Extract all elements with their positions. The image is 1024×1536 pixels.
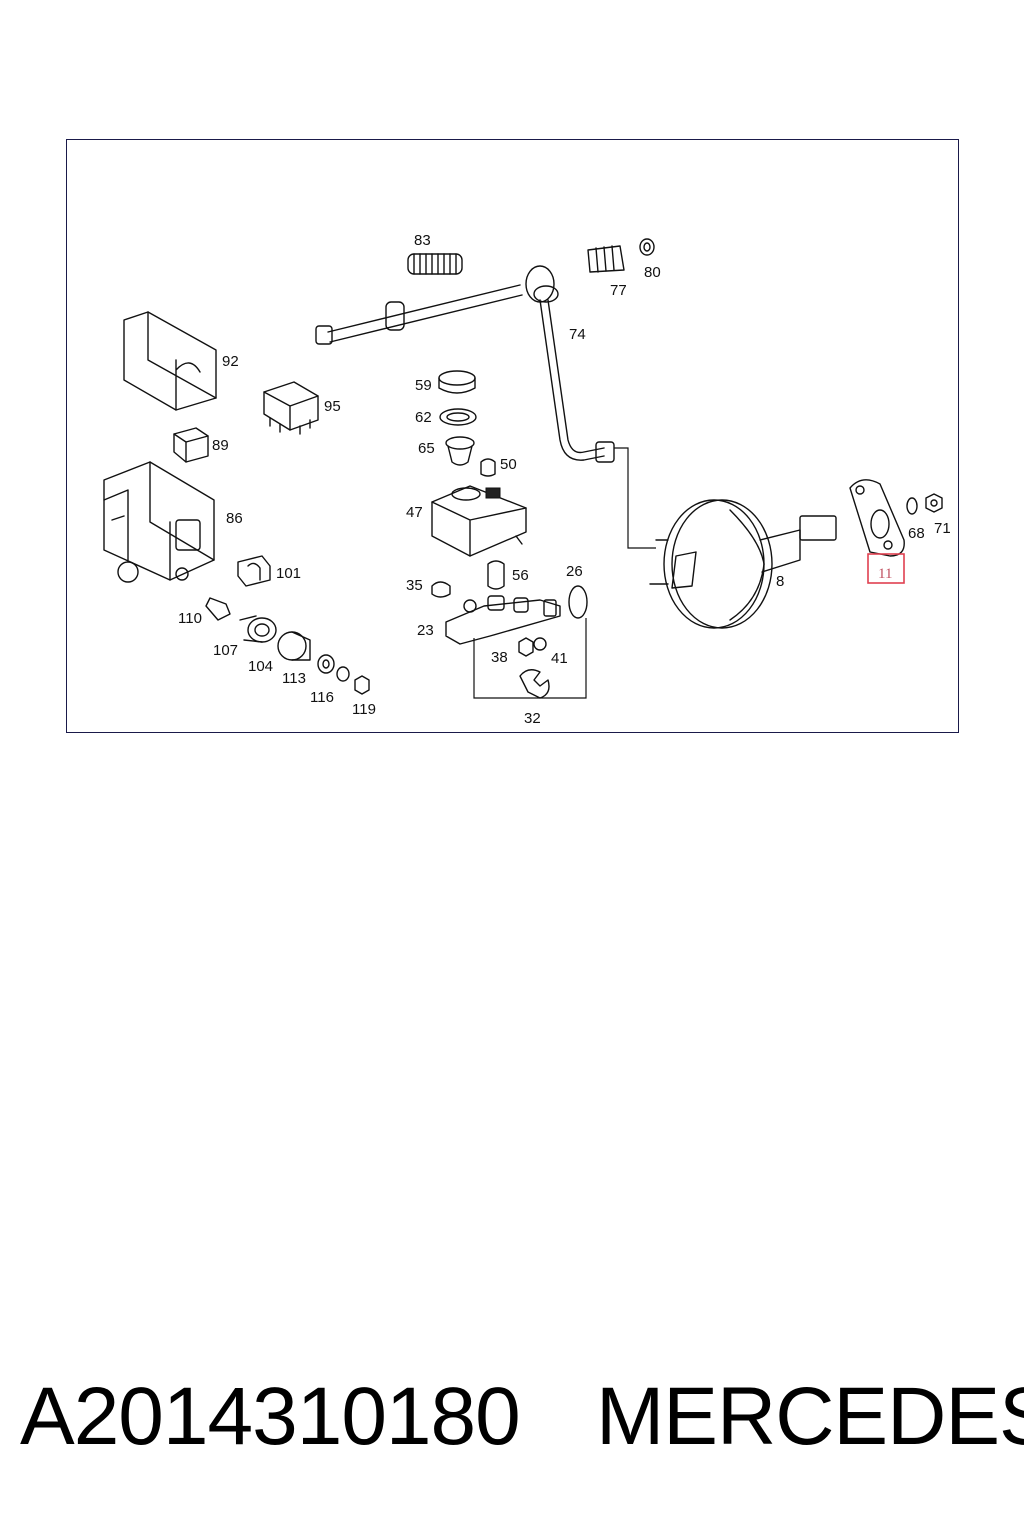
label-47: 47: [406, 504, 423, 521]
part-38-nut[interactable]: [518, 637, 534, 657]
label-119: 119: [352, 701, 376, 718]
label-71: 71: [934, 520, 951, 537]
label-35: 35: [406, 577, 423, 594]
brake-system-exploded-diagram: 83 77 80 74 92 95 59: [103, 232, 951, 727]
label-113: 113: [282, 670, 306, 687]
part-11-gasket[interactable]: [849, 479, 905, 557]
part-104-mount[interactable]: [277, 631, 311, 661]
label-41: 41: [551, 650, 568, 667]
label-116: 116: [310, 689, 334, 706]
diagram-frame: [66, 139, 959, 733]
label-74: 74: [569, 326, 586, 343]
label-65: 65: [418, 440, 435, 457]
label-89: 89: [212, 437, 229, 454]
label-86: 86: [226, 510, 243, 527]
part-86-hydraulic-unit[interactable]: [103, 461, 215, 583]
part-push-rod[interactable]: [315, 265, 559, 345]
part-56-plug[interactable]: [487, 560, 505, 590]
part-113-washer[interactable]: [317, 654, 335, 674]
part-107-bushing[interactable]: [239, 615, 277, 643]
part-59-cap[interactable]: [438, 370, 476, 394]
leader-74-8: [614, 447, 656, 549]
part-35-plug[interactable]: [431, 581, 451, 598]
part-41-washer[interactable]: [533, 637, 547, 651]
label-110: 110: [178, 610, 202, 627]
label-80: 80: [644, 264, 661, 281]
part-62-seal[interactable]: [439, 408, 477, 426]
part-83-spring[interactable]: [407, 253, 463, 275]
part-92-relay-cover[interactable]: [123, 311, 217, 411]
label-83: 83: [414, 232, 431, 249]
part-65-strainer[interactable]: [445, 436, 475, 466]
label-107: 107: [213, 642, 238, 659]
label-68: 68: [908, 525, 925, 542]
label-26: 26: [566, 563, 583, 580]
part-95-relay[interactable]: [263, 381, 319, 435]
label-50: 50: [500, 456, 517, 473]
highlight-box-11: [867, 553, 905, 584]
part-116-lock-washer[interactable]: [336, 666, 350, 682]
part-71-nut[interactable]: [925, 493, 943, 513]
part-68-washer[interactable]: [906, 497, 918, 515]
label-95: 95: [324, 398, 341, 415]
label-101: 101: [276, 565, 301, 582]
label-8: 8: [776, 573, 784, 590]
part-47-reservoir[interactable]: [431, 485, 527, 557]
label-77: 77: [610, 282, 627, 299]
wrench-icon: [519, 669, 550, 699]
label-38: 38: [491, 649, 508, 666]
label-92: 92: [222, 353, 239, 370]
label-59: 59: [415, 377, 432, 394]
part-50-plug[interactable]: [480, 458, 496, 477]
part-74-brake-line[interactable]: [539, 299, 615, 463]
label-56: 56: [512, 567, 529, 584]
label-62: 62: [415, 409, 432, 426]
part-101-bracket[interactable]: [237, 555, 271, 587]
part-89-relay[interactable]: [173, 427, 209, 463]
part-8-brake-booster[interactable]: [649, 499, 837, 629]
part-number: A2014310180: [20, 1371, 521, 1462]
brand-name: MERCEDES: [596, 1371, 1024, 1462]
caption: A2014310180 MERCEDES: [0, 1370, 1024, 1470]
label-23: 23: [417, 622, 434, 639]
part-77-boot[interactable]: [587, 245, 625, 273]
label-32: 32: [524, 710, 541, 727]
bracket-32: [473, 618, 587, 699]
part-119-nut[interactable]: [354, 675, 370, 695]
part-23-master-cylinder[interactable]: [445, 595, 561, 645]
label-11-highlighted: 11: [878, 566, 892, 582]
part-80-washer[interactable]: [639, 238, 655, 256]
part-110-stud[interactable]: [205, 597, 231, 621]
part-26-o-ring[interactable]: [568, 585, 588, 619]
label-104: 104: [248, 658, 273, 675]
